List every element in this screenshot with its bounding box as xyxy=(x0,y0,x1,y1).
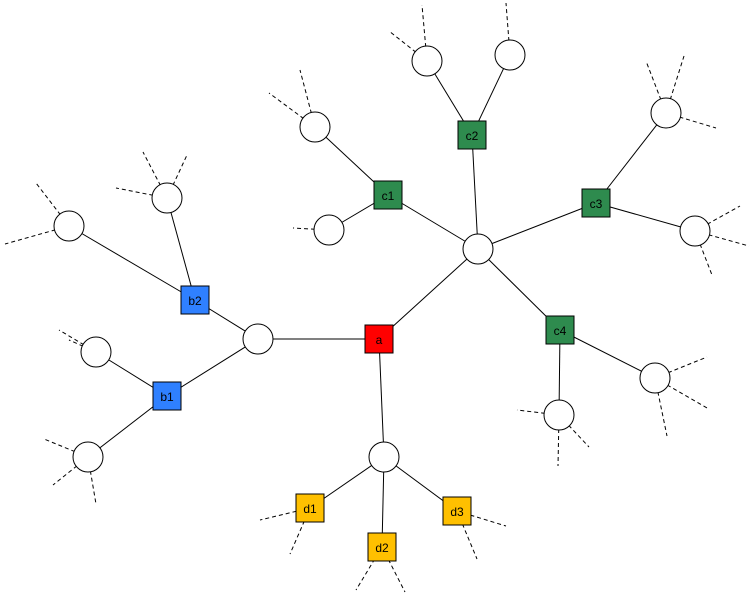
circle-node-lb1b xyxy=(72,441,104,473)
dashed-stub-edge-lc1b-12 xyxy=(292,227,330,231)
square-node-d2: d2 xyxy=(367,532,397,562)
circle-node-lb1a xyxy=(80,336,112,368)
node-label-c4: c4 xyxy=(554,324,567,338)
edge-a-hc xyxy=(378,248,479,340)
node-label-b1: b1 xyxy=(160,390,174,404)
square-node-box-b1 xyxy=(152,381,182,411)
square-node-d3: d3 xyxy=(442,496,472,526)
nodes: a b1 b2 c1 c2 c3 c4 d1 d2 d3 xyxy=(53,39,711,562)
circle-node-lc4a xyxy=(543,399,575,431)
square-node-c2: c2 xyxy=(457,120,487,150)
circle-node-lb2b xyxy=(151,182,183,214)
square-node-c1: c1 xyxy=(373,180,403,210)
circle-node-lc1a xyxy=(299,111,331,143)
square-node-c3: c3 xyxy=(581,188,611,218)
square-node-box-d1 xyxy=(295,493,325,523)
edge-c3-lc3a xyxy=(595,112,667,204)
node-label-c2: c2 xyxy=(466,129,479,143)
square-node-box-a xyxy=(364,324,394,354)
node-label-d1: d1 xyxy=(303,502,317,516)
square-node-box-d2 xyxy=(367,532,397,562)
edge-b2-lb2b xyxy=(166,197,196,301)
square-node-box-c2 xyxy=(457,120,487,150)
node-label-a: a xyxy=(376,333,383,347)
square-node-box-d3 xyxy=(442,496,472,526)
edge-b2-lb2a xyxy=(68,225,196,301)
node-label-b2: b2 xyxy=(188,294,202,308)
node-label-d3: d3 xyxy=(450,505,464,519)
edge-c3-lc3b xyxy=(595,202,696,232)
circle-node-lc2a xyxy=(411,45,443,77)
edge-a-hd xyxy=(378,338,385,458)
circle-node-lc3a xyxy=(650,97,682,129)
square-node-box-c4 xyxy=(545,315,575,345)
circle-node-hd xyxy=(368,441,400,473)
square-node-b1: b1 xyxy=(152,381,182,411)
square-node-d1: d1 xyxy=(295,493,325,523)
circle-node-lc3b xyxy=(679,215,711,247)
square-node-c4: c4 xyxy=(545,315,575,345)
square-node-a: a xyxy=(364,324,394,354)
edge-hc-c2 xyxy=(471,134,479,250)
circle-node-lb2a xyxy=(53,210,85,242)
circle-node-hc xyxy=(462,233,494,265)
circle-node-lc4b xyxy=(639,362,671,394)
square-node-box-c3 xyxy=(581,188,611,218)
circle-node-lc1b xyxy=(313,214,345,246)
circle-node-lc2b xyxy=(494,39,526,71)
edge-hc-c1 xyxy=(387,194,479,250)
circle-node-hb xyxy=(242,323,274,355)
dashed-stub-edges xyxy=(4,2,750,593)
solid-edges xyxy=(68,54,696,548)
edge-hc-c3 xyxy=(477,202,597,250)
square-node-box-c1 xyxy=(373,180,403,210)
edge-c4-lc4b xyxy=(559,329,656,379)
square-node-b2: b2 xyxy=(180,285,210,315)
square-node-box-b2 xyxy=(180,285,210,315)
node-label-d2: d2 xyxy=(375,541,389,555)
edge-hb-b1 xyxy=(166,338,259,397)
node-label-c3: c3 xyxy=(590,197,603,211)
node-label-c1: c1 xyxy=(382,189,395,203)
